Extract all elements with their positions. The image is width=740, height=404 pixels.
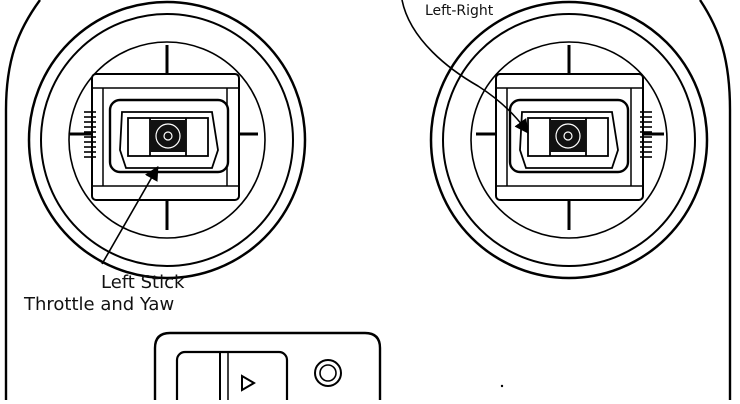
left-stick-callout-arrow (101, 165, 159, 265)
right-stick-function-label: Left-Right (425, 3, 494, 19)
right-gimbal (429, 0, 709, 280)
left-gimbal-trim-ribs (84, 111, 96, 158)
left-gimbal (27, 0, 307, 280)
left-stick-function-label: Throttle and Yaw (23, 294, 174, 315)
right-gimbal-trim-ribs (640, 111, 652, 158)
controller-body-outline (4, 0, 732, 400)
play-triangle-icon[interactable] (241, 374, 256, 392)
right-stick-callout-arrow (401, 0, 529, 134)
left-stick-name-label: Left Stick (101, 272, 185, 293)
bottom-control-panel (153, 331, 382, 404)
speck (500, 384, 504, 388)
ring-indicator-icon (314, 359, 342, 387)
